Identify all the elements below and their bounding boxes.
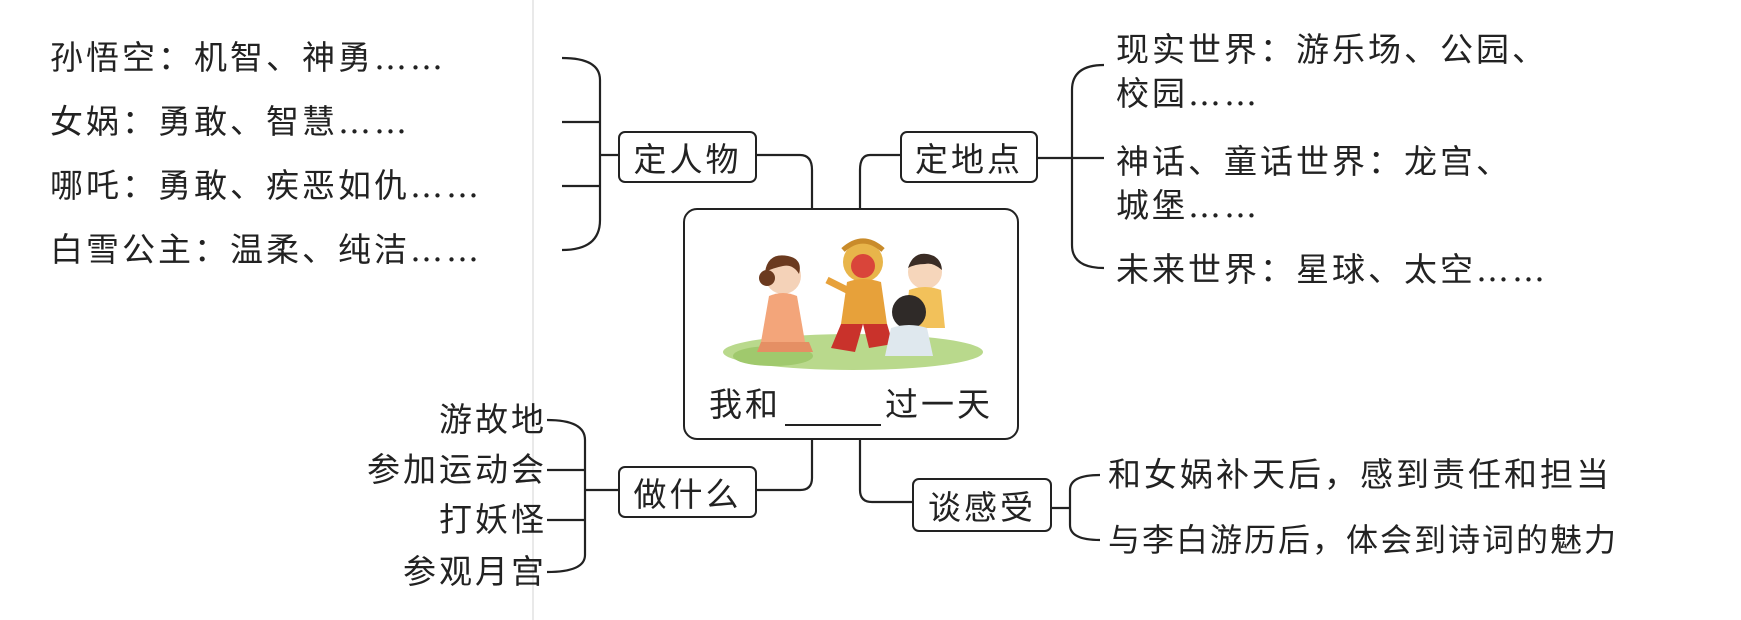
place-item: 神话、童话世界：龙宫、 <box>1116 142 1512 181</box>
node-places-label: 定地点 <box>915 140 1023 179</box>
node-feelings-label: 谈感受 <box>928 488 1036 527</box>
fill-in-blank <box>785 394 881 426</box>
node-feelings: 谈感受 <box>912 478 1052 532</box>
activity-item: 打妖怪 <box>439 500 547 539</box>
node-characters-label: 定人物 <box>633 140 742 179</box>
page-fold-shadow <box>532 0 534 620</box>
node-places: 定地点 <box>900 131 1038 183</box>
central-topic: 我和 过一天 <box>683 208 1019 440</box>
place-item: 未来世界：星球、太空…… <box>1116 250 1548 289</box>
node-activities-label: 做什么 <box>633 475 742 514</box>
node-characters: 定人物 <box>618 131 757 183</box>
children-illustration <box>723 238 983 370</box>
character-item: 哪吒：勇敢、疾恶如仇…… <box>50 166 482 205</box>
activity-item: 参观月宫 <box>403 552 547 591</box>
place-item: 现实世界：游乐场、公园、 <box>1116 30 1548 69</box>
character-item: 孙悟空：机智、神勇…… <box>50 38 446 77</box>
character-item: 白雪公主：温柔、纯洁…… <box>50 230 482 269</box>
character-item: 女娲：勇敢、智慧…… <box>50 102 410 141</box>
feeling-item: 和女娲补天后，感到责任和担当 <box>1108 455 1612 494</box>
node-activities: 做什么 <box>618 466 757 518</box>
caption-suffix: 过一天 <box>885 385 993 424</box>
activity-item: 游故地 <box>439 400 547 439</box>
place-item-continued: 城堡…… <box>1116 186 1260 225</box>
place-item-continued: 校园…… <box>1116 74 1260 113</box>
caption-prefix: 我和 <box>709 385 781 424</box>
central-topic-caption: 我和 过一天 <box>685 378 1017 426</box>
feeling-item: 与李白游历后，体会到诗词的魅力 <box>1108 521 1619 559</box>
activity-item: 参加运动会 <box>367 450 547 489</box>
